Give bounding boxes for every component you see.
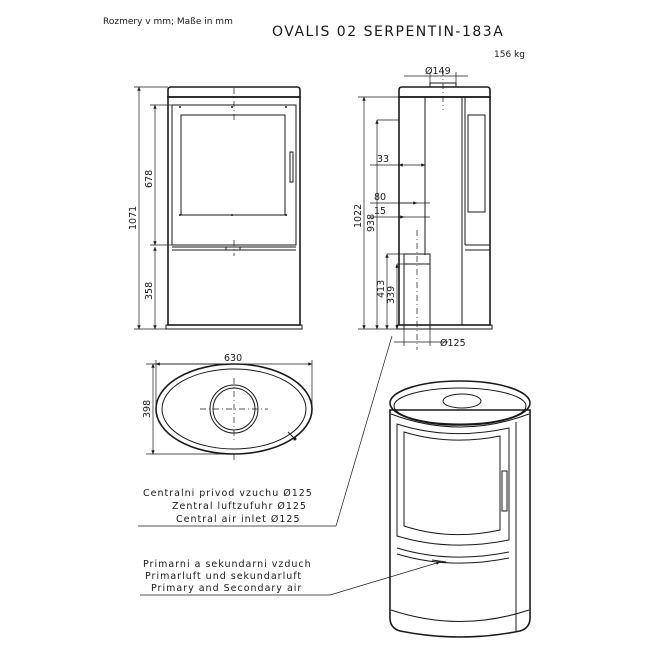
primary-air-label-de: Primarluft und sekundarluft	[145, 571, 302, 582]
perspective-view	[389, 380, 531, 638]
dim-air-offset-80: 80	[374, 192, 386, 203]
central-air-label: Centralni privod vzuchu Ø125 Zentral luf…	[138, 335, 393, 527]
dim-flue-offset: 33	[377, 154, 389, 165]
dim-inlet-diameter: Ø125	[440, 338, 466, 349]
dim-top-width: 630	[224, 353, 242, 364]
top-view: 630 398	[142, 353, 313, 460]
central-air-label-en: Central air inlet Ø125	[176, 514, 301, 525]
primary-air-label-cz: Primarni a sekundarni vzduch	[143, 559, 312, 570]
dim-height-938: 938	[366, 214, 377, 232]
model-title: OVALIS 02 SERPENTIN-183A	[272, 24, 504, 40]
dim-air-offset-15: 15	[374, 206, 386, 217]
dim-height-339: 339	[386, 286, 397, 304]
front-view: 1071 678 358	[128, 86, 303, 330]
side-view: Ø149 33 80 15 1022 938 413 339 Ø125	[353, 66, 493, 350]
dim-total-height: 1071	[128, 206, 139, 230]
dim-window-height: 678	[144, 170, 155, 188]
primary-air-label: Primarni a sekundarni vzduch Primarluft …	[140, 559, 441, 596]
dim-lower-height: 358	[144, 282, 155, 300]
dim-flue-diameter: Ø149	[425, 66, 451, 77]
dim-height-413: 413	[376, 280, 387, 298]
primary-air-label-en: Primary and Secondary air	[151, 583, 302, 594]
dim-height-1022: 1022	[353, 204, 364, 228]
units-note: Rozmery v mm; Maße in mm	[103, 17, 233, 27]
dim-top-depth: 398	[142, 400, 153, 418]
central-air-label-de: Zentral luftzufuhr Ø125	[172, 501, 307, 512]
weight-label: 156 kg	[494, 50, 525, 60]
central-air-label-cz: Centralni privod vzuchu Ø125	[143, 488, 313, 499]
